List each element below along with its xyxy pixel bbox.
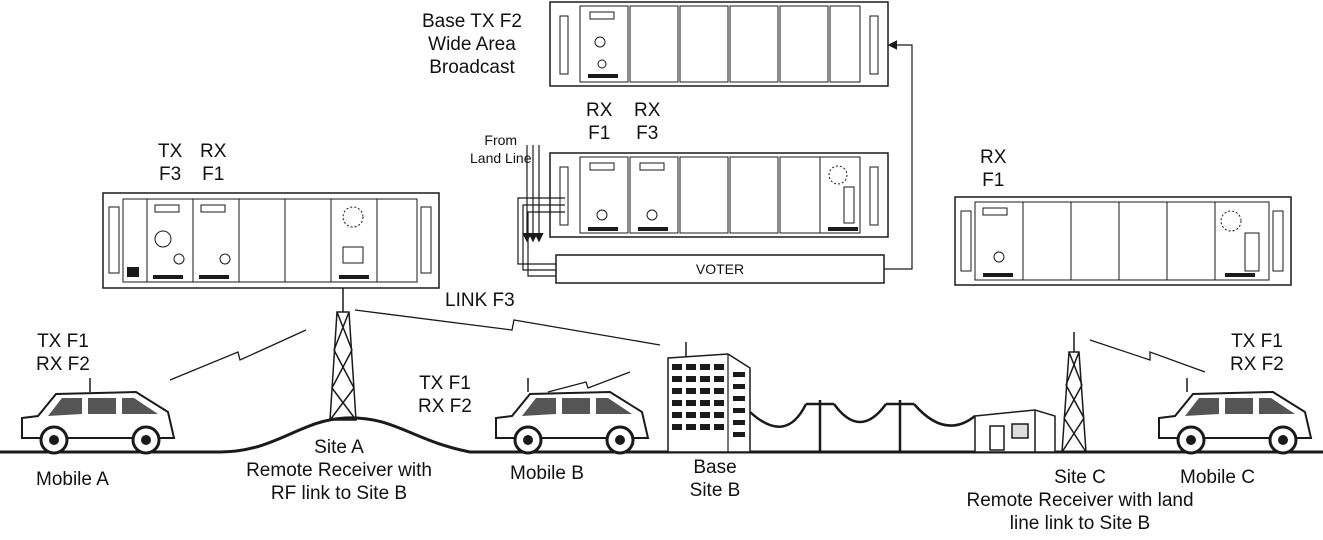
- land-line-wires: [517, 145, 565, 277]
- link-f3-label: LINK F3: [445, 290, 515, 311]
- utility-poles: [749, 400, 976, 452]
- bolt-mobile-b-to-base: [547, 371, 631, 393]
- mobile-c-vehicle: [1158, 378, 1313, 455]
- mobile-a-vehicle: [21, 378, 176, 455]
- mobile-a-label: Mobile A: [36, 469, 109, 490]
- base-tx-rack: [549, 1, 889, 87]
- mobile-b-label: Mobile B: [510, 463, 584, 484]
- site-a-rack: [102, 192, 440, 289]
- site-c-tower: [1061, 332, 1087, 453]
- bolt-mobile-a-to-site-a: [169, 329, 307, 381]
- rf-link-bolts: [169, 309, 1206, 393]
- voter-box: [555, 254, 885, 284]
- mobile-b-vehicle: [495, 378, 650, 455]
- bolt-site-a-to-base: [354, 309, 661, 346]
- site-c-rack: [954, 196, 1292, 286]
- site-c-shelter: [974, 409, 1056, 453]
- site-a-tower: [329, 288, 357, 421]
- voter-rack: [549, 152, 889, 238]
- voter-to-tx-line: [884, 40, 913, 270]
- bolt-site-c-to-mobile-c: [1089, 339, 1206, 373]
- mobile-c-label: Mobile C: [1180, 467, 1255, 488]
- base-building: [667, 342, 751, 453]
- voter-label: VOTER: [695, 261, 745, 277]
- terrain-line: [0, 416, 1323, 454]
